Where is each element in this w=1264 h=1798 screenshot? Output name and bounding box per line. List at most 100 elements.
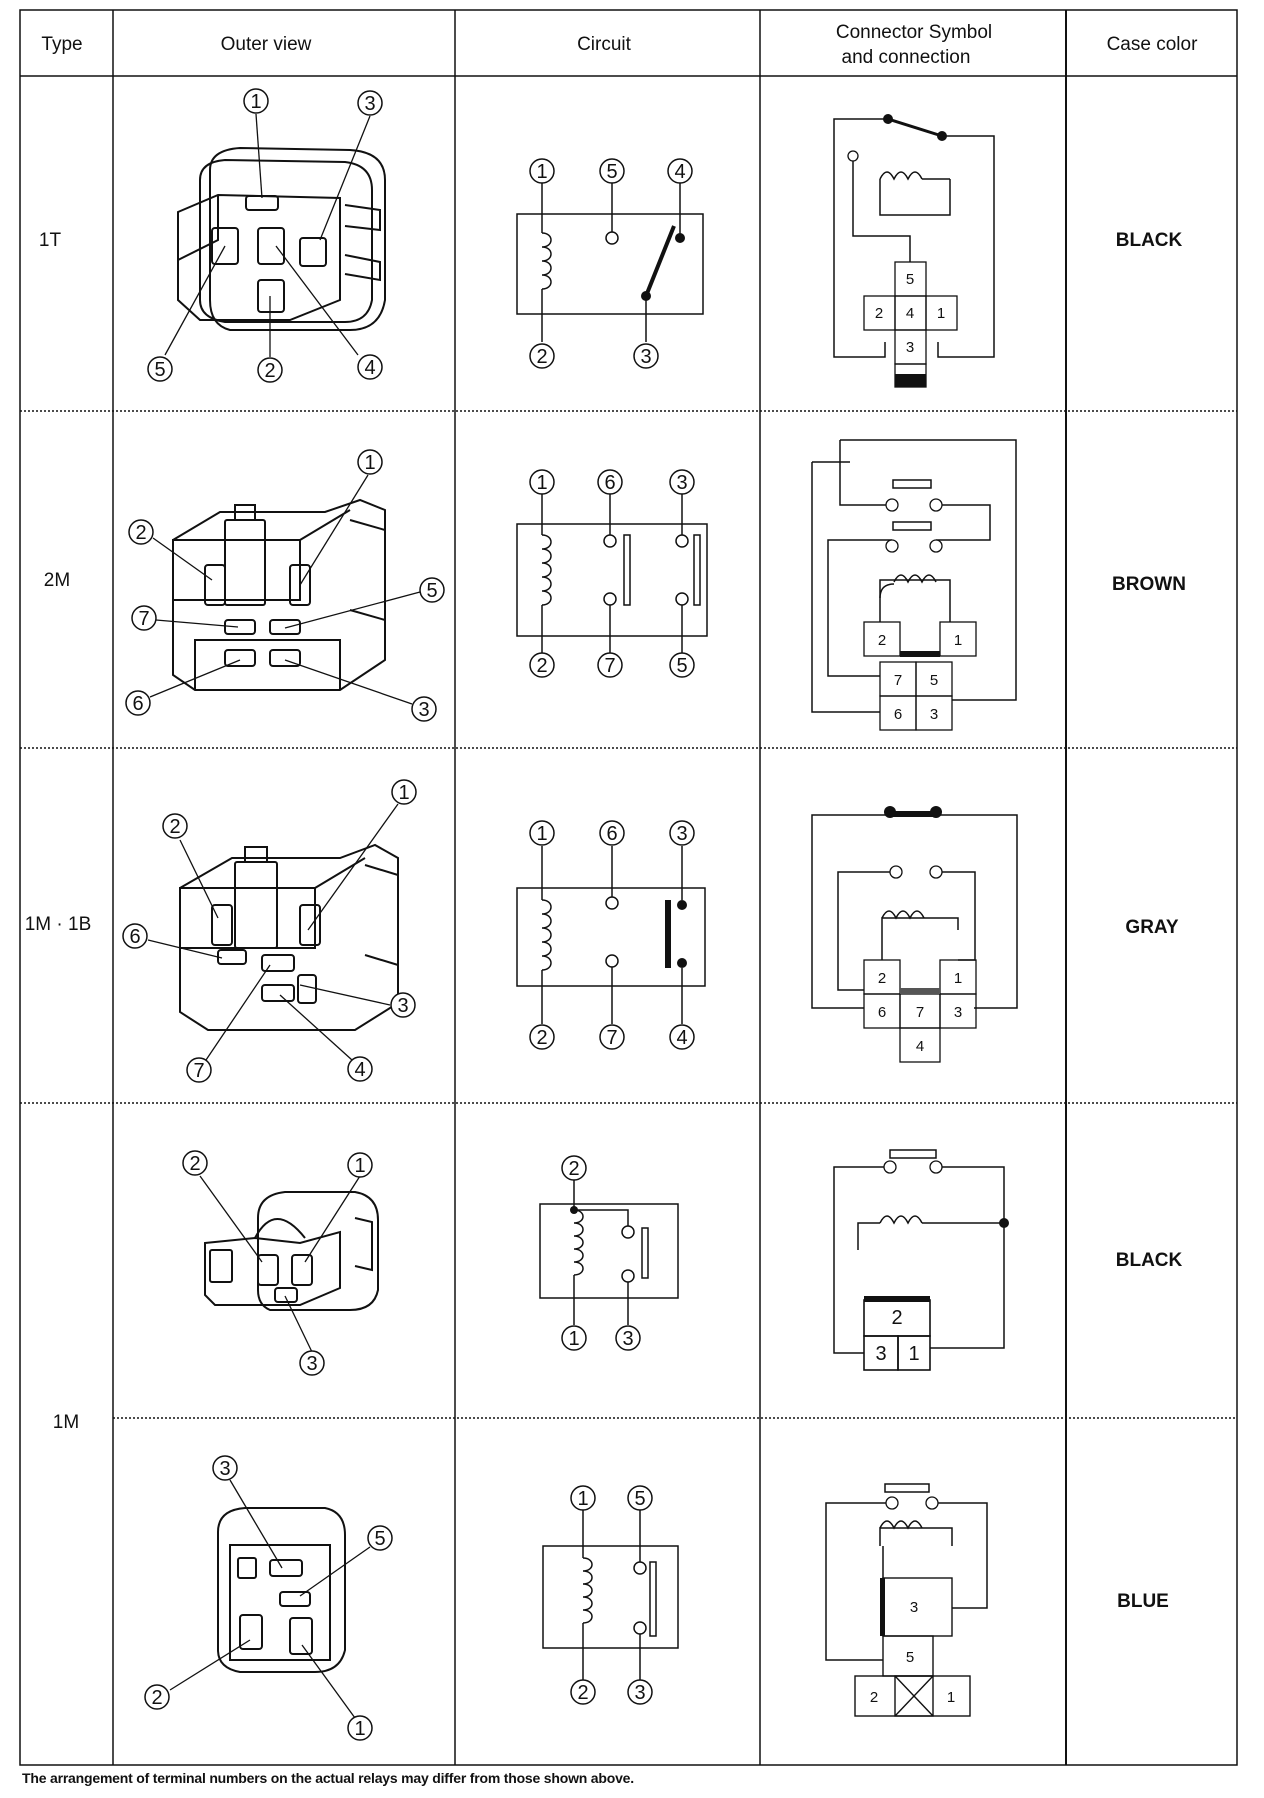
outer-view-1t (177, 146, 386, 331)
svg-text:2: 2 (875, 305, 883, 322)
circuit-terminal-2: 2 (529, 1024, 555, 1050)
circuit-terminal-6: 6 (599, 820, 625, 846)
callout-terminal-1: 1 (347, 1715, 373, 1741)
svg-text:2: 2 (151, 1687, 162, 1709)
svg-text:3: 3 (418, 699, 429, 721)
svg-text:1: 1 (398, 782, 409, 804)
header-type: Type (41, 34, 82, 55)
svg-text:3: 3 (676, 472, 687, 494)
case-color-1t: BLACK (1116, 230, 1183, 251)
case-color-1m-b: BLUE (1117, 1591, 1169, 1612)
circuit-terminal-1: 1 (561, 1325, 587, 1351)
svg-text:1: 1 (568, 1328, 579, 1350)
circuit-terminal-2: 2 (561, 1155, 587, 1181)
svg-text:2: 2 (870, 1689, 878, 1706)
header-case-color: Case color (1107, 34, 1198, 55)
svg-text:7: 7 (916, 1004, 924, 1021)
svg-text:4: 4 (916, 1038, 924, 1055)
svg-text:5: 5 (606, 161, 617, 183)
outer-view-1m-b-callouts: 3 5 2 1 (144, 1455, 393, 1741)
svg-text:1: 1 (536, 472, 547, 494)
circuit-terminal-3: 3 (633, 343, 659, 369)
type-label-1t: 1T (39, 230, 62, 251)
svg-text:1: 1 (364, 452, 375, 474)
circuit-terminal-3: 3 (669, 469, 695, 495)
svg-text:7: 7 (138, 608, 149, 630)
svg-text:2: 2 (536, 346, 547, 368)
callout-terminal-4: 4 (347, 1056, 373, 1082)
footnote: The arrangement of terminal numbers on t… (22, 1770, 634, 1786)
circuit-terminal-2: 2 (529, 652, 555, 678)
svg-text:1: 1 (354, 1718, 365, 1740)
svg-text:3: 3 (954, 1004, 962, 1021)
circuit-2m: 1 6 3 2 7 5 (516, 469, 708, 678)
circuit-terminal-3: 3 (627, 1679, 653, 1705)
svg-text:5: 5 (426, 580, 437, 602)
circuit-terminal-4: 4 (667, 158, 693, 184)
table-grid (19, 9, 1238, 1766)
svg-text:1: 1 (536, 823, 547, 845)
callout-terminal-2: 2 (144, 1684, 170, 1710)
svg-text:7: 7 (894, 672, 902, 689)
outer-view-2m (172, 498, 386, 691)
case-color-1m-a: BLACK (1116, 1250, 1183, 1271)
svg-text:3: 3 (930, 706, 938, 723)
header-connector-line2: and connection (842, 47, 971, 68)
callout-terminal-2: 2 (257, 357, 283, 383)
svg-text:2: 2 (577, 1682, 588, 1704)
svg-text:6: 6 (604, 472, 615, 494)
svg-text:2: 2 (878, 632, 886, 649)
svg-text:5: 5 (634, 1488, 645, 1510)
svg-text:1: 1 (937, 305, 945, 322)
svg-text:1: 1 (954, 970, 962, 987)
circuit-terminal-3: 3 (669, 820, 695, 846)
svg-text:1: 1 (947, 1689, 955, 1706)
outer-view-1m-a-callouts: 2 1 3 (182, 1150, 373, 1376)
svg-text:6: 6 (606, 823, 617, 845)
circuit-terminal-6: 6 (597, 469, 623, 495)
svg-text:7: 7 (606, 1027, 617, 1049)
outer-view-1m-b (217, 1507, 346, 1673)
svg-text:2: 2 (264, 360, 275, 382)
svg-text:2: 2 (189, 1153, 200, 1175)
callout-terminal-3: 3 (411, 696, 437, 722)
circuit-terminal-7: 7 (597, 652, 623, 678)
circuit-terminal-2: 2 (529, 343, 555, 369)
connector-1m-a: 2 3 1 (833, 1149, 1009, 1371)
svg-text:5: 5 (930, 672, 938, 689)
callout-terminal-2: 2 (128, 519, 154, 545)
circuit-terminal-1: 1 (529, 158, 555, 184)
svg-text:3: 3 (634, 1682, 645, 1704)
case-color-1m1b: GRAY (1125, 917, 1178, 938)
svg-text:5: 5 (374, 1528, 385, 1550)
svg-text:2: 2 (169, 816, 180, 838)
callout-terminal-6: 6 (122, 923, 148, 949)
outer-view-1m-a (204, 1191, 379, 1311)
callout-terminal-7: 7 (131, 605, 157, 631)
type-label-2m: 2M (44, 570, 70, 591)
circuit-terminal-2: 2 (570, 1679, 596, 1705)
svg-text:6: 6 (129, 926, 140, 948)
callout-terminal-1: 1 (243, 88, 269, 114)
circuit-1m-a: 2 1 3 (539, 1155, 679, 1351)
svg-text:2: 2 (568, 1158, 579, 1180)
svg-text:3: 3 (622, 1328, 633, 1350)
svg-text:2: 2 (536, 1027, 547, 1049)
callout-terminal-5: 5 (419, 577, 445, 603)
header-circuit: Circuit (577, 34, 632, 55)
svg-text:3: 3 (640, 346, 651, 368)
outer-view-1m1b (179, 843, 399, 1031)
connector-1m1b: 2 1 6 7 3 4 (811, 806, 1018, 1063)
svg-text:3: 3 (219, 1458, 230, 1480)
svg-text:1: 1 (250, 91, 261, 113)
svg-text:5: 5 (676, 655, 687, 677)
svg-text:6: 6 (132, 693, 143, 715)
svg-text:2: 2 (536, 655, 547, 677)
svg-text:2: 2 (891, 1307, 902, 1329)
svg-text:2: 2 (878, 970, 886, 987)
svg-text:4: 4 (906, 305, 914, 322)
circuit-terminal-1: 1 (570, 1485, 596, 1511)
outer-view-2m-callouts: 1 2 5 7 6 3 (125, 449, 445, 722)
callout-terminal-3: 3 (212, 1455, 238, 1481)
